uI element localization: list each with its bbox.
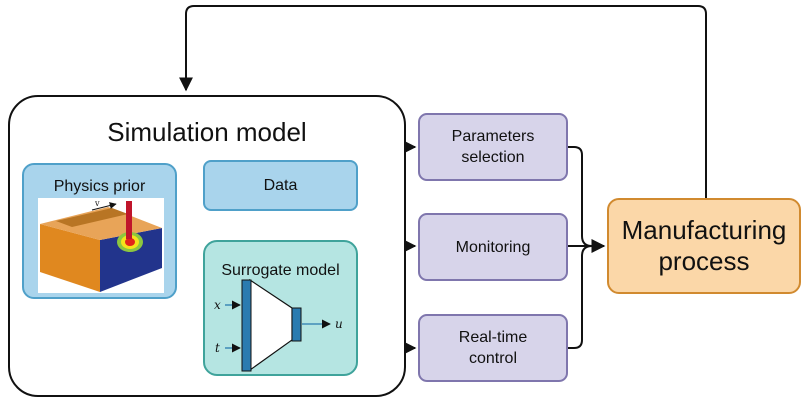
monitoring-label: Monitoring — [455, 238, 531, 256]
real-time-control-box: Real-time control — [418, 314, 568, 382]
manufacturing-line1: Manufacturing — [621, 215, 787, 245]
real-time-control-line2: control — [468, 350, 518, 367]
real-time-control-line1: Real-time — [458, 329, 528, 346]
param-to-mfg-line — [568, 146, 593, 247]
parameters-selection-line1: Parameters — [451, 128, 535, 145]
simulation-model-title: Simulation model — [107, 117, 307, 147]
parameters-selection-box: Parameters selection — [418, 113, 568, 181]
surrogate-model-label: Surrogate model — [221, 262, 340, 279]
manufacturing-process-box: Manufacturing process — [607, 198, 801, 294]
rt-to-mfg-line — [568, 245, 593, 349]
monitoring-box: Monitoring — [418, 213, 568, 281]
output-u-label: u — [335, 317, 343, 331]
manufacturing-line2: process — [658, 246, 750, 276]
input-t-label: t — [215, 341, 220, 355]
velocity-label: v — [94, 199, 100, 208]
data-label: Data — [263, 176, 298, 194]
parameters-selection-line2: selection — [461, 149, 525, 166]
physics-prior-label: Physics prior — [53, 178, 146, 195]
feedback-arrow — [179, 5, 707, 198]
input-x-label: x — [214, 298, 221, 312]
data-box: Data — [203, 160, 358, 211]
